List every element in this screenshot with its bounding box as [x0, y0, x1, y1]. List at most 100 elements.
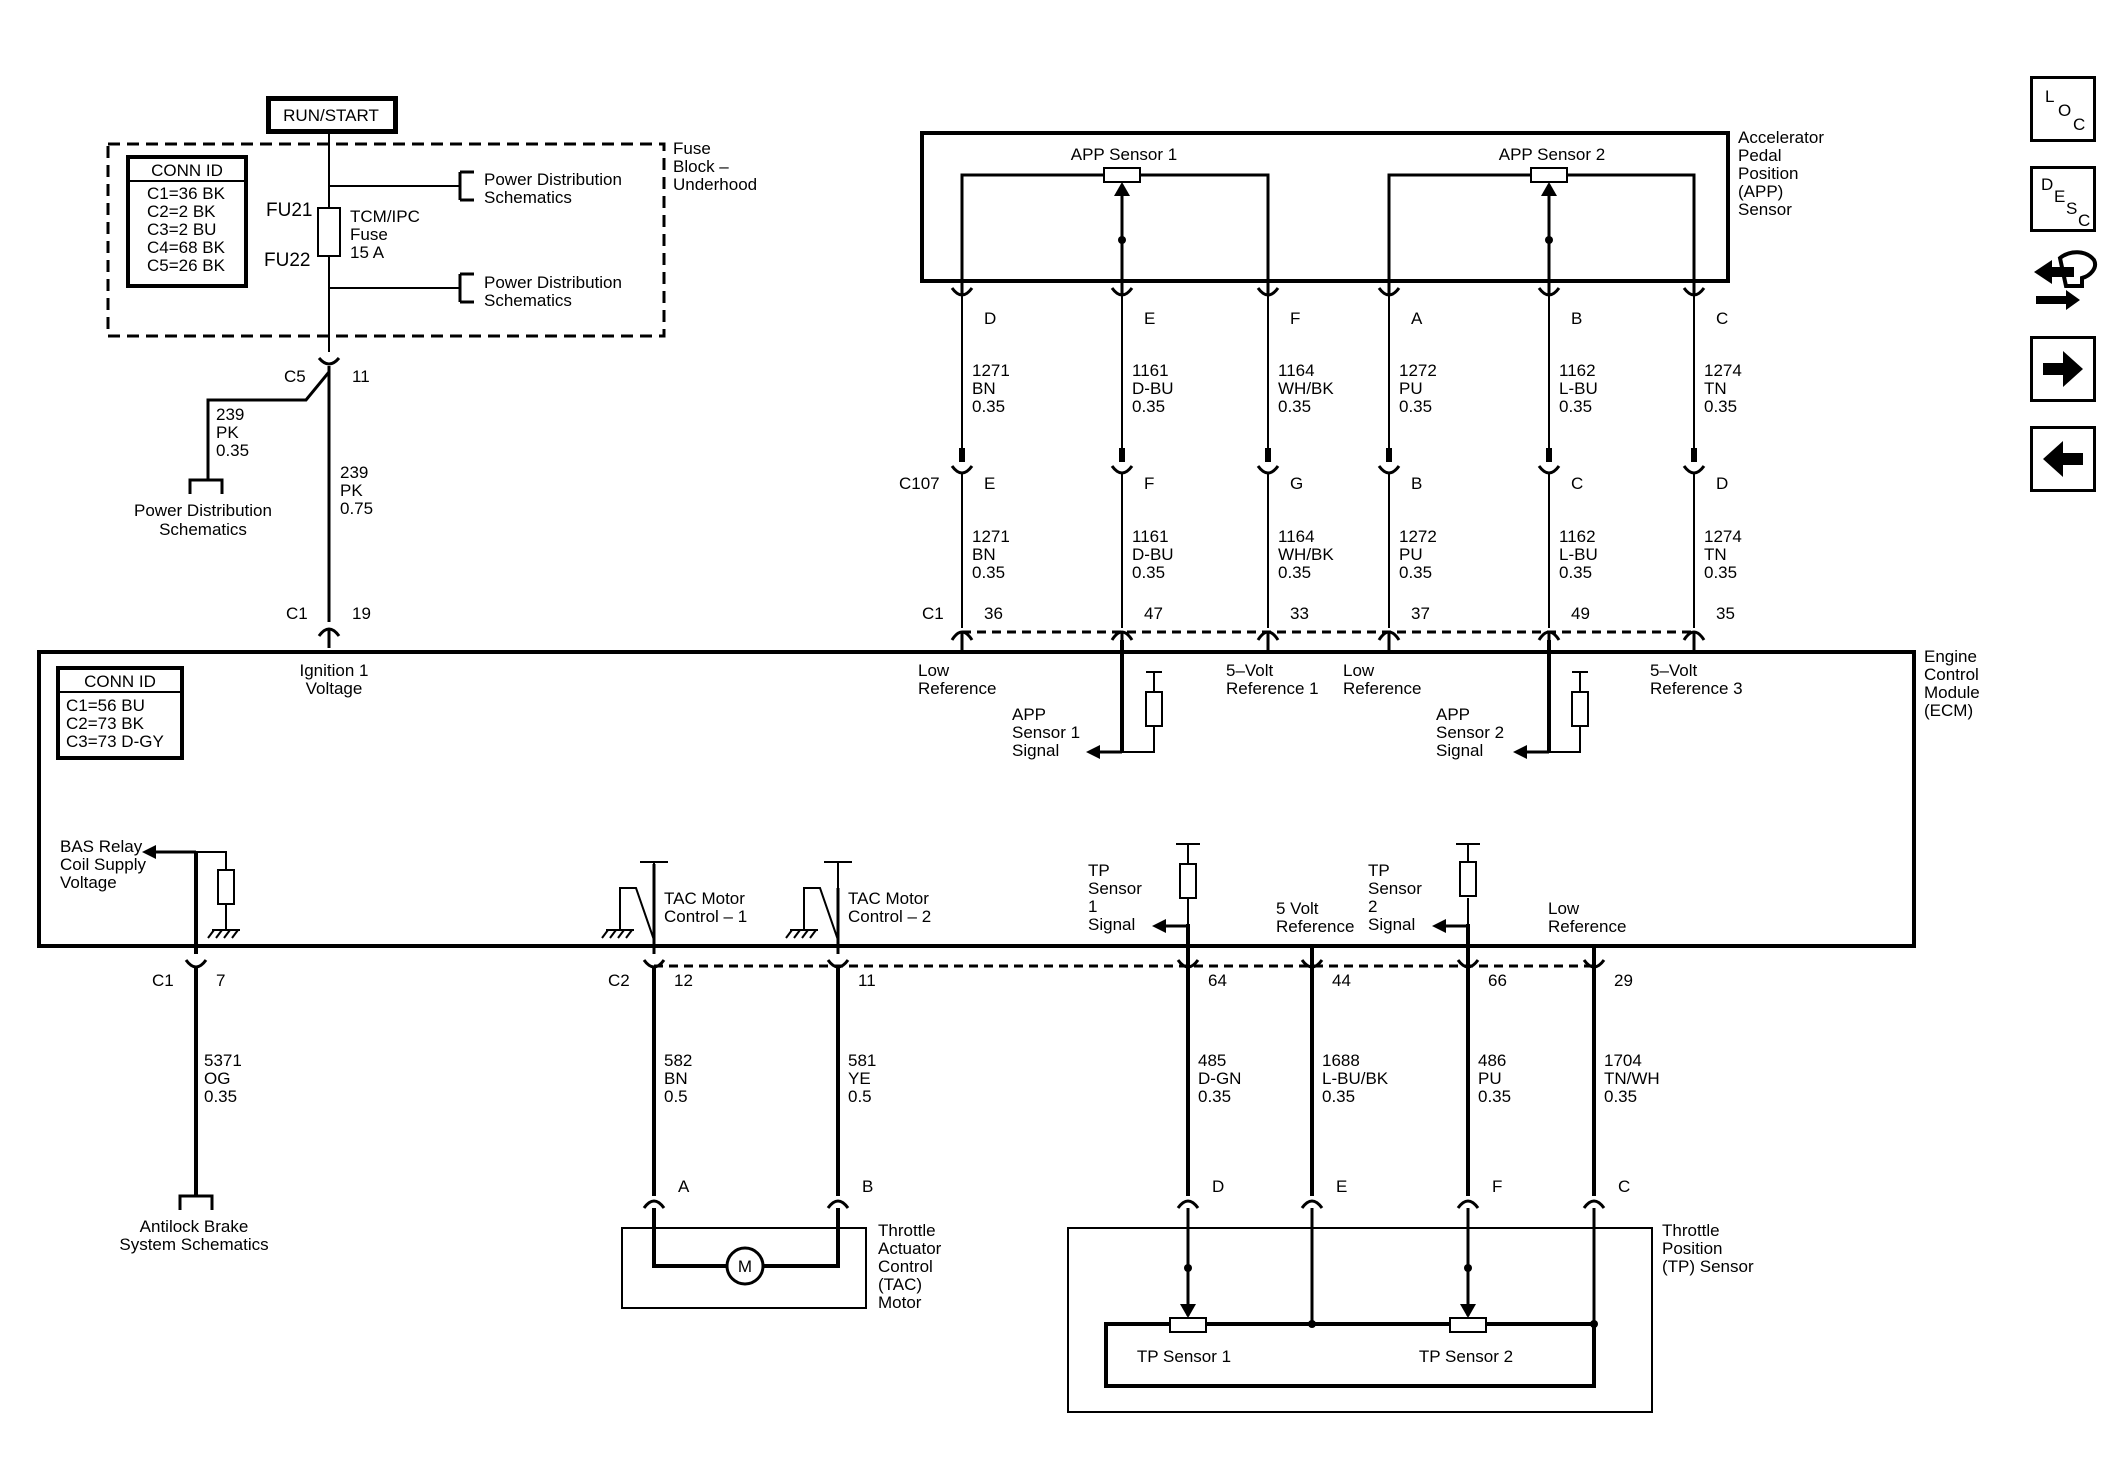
circuit-gauge: 0.35: [1278, 563, 1311, 582]
ecm-conn-id-title: CONN ID: [84, 672, 156, 691]
five-volt-ref-3: Reference 3: [1650, 679, 1743, 698]
fu21-label: FU21: [266, 200, 312, 221]
top-connector: [1256, 287, 1280, 297]
top-connector: [1110, 287, 1134, 297]
circuit-gauge: 0.35: [1559, 397, 1592, 416]
ignition-1-label: Ignition 1: [300, 661, 369, 680]
next-page-button[interactable]: [2030, 336, 2096, 402]
pds-a-line2: Schematics: [484, 188, 572, 207]
ecm-conn-line: C1=56 BU: [66, 696, 145, 715]
pin-terminal: [1546, 448, 1552, 462]
c107-connector: [1377, 465, 1401, 475]
ecm-section: Engine Control Module (ECM) CONN ID C1=5…: [37, 640, 1980, 954]
location-button[interactable]: L O C: [2030, 76, 2096, 142]
ecm-name-1: Engine: [1924, 647, 1977, 666]
tac-name: (TAC): [878, 1275, 922, 1294]
fuse-block-label-3: Underhood: [673, 175, 757, 194]
circuit-color: PU: [1399, 379, 1423, 398]
circuit-color: WH/BK: [1278, 545, 1334, 564]
app-name-5: Sensor: [1738, 200, 1792, 219]
top-pin-letter: C: [1716, 309, 1728, 328]
fuse-block-outline: [106, 142, 666, 338]
circuit-number: 1164: [1278, 361, 1315, 380]
circuit-number: 1272: [1399, 361, 1437, 380]
circuit-gauge: 0.35: [1278, 397, 1311, 416]
c107-connector: [1682, 465, 1706, 475]
description-button[interactable]: D E S C: [2030, 166, 2096, 232]
five-volt-ref-1: 5–Volt: [1226, 661, 1274, 680]
abs-label: System Schematics: [119, 1235, 268, 1254]
circuit-gauge: 0.35: [1604, 1087, 1637, 1106]
low-ref-3: Reference: [1548, 917, 1626, 936]
top-pin-letter: F: [1290, 309, 1300, 328]
tp2-signal: 2: [1368, 897, 1377, 916]
circuit-color: L-BU: [1559, 379, 1598, 398]
tac-control-2-label: TAC Motor: [848, 889, 929, 908]
five-volt-ref-1: Reference 1: [1226, 679, 1319, 698]
c107-connector: [1256, 465, 1280, 475]
tp1-signal: Sensor: [1088, 879, 1142, 898]
conn-id-line: C4=68 BK: [147, 238, 226, 257]
pds-b-line2: Schematics: [484, 291, 572, 310]
ecm-conn-line: C3=73 D-GY: [66, 732, 164, 751]
previous-page-button[interactable]: [2030, 426, 2096, 492]
app-sensor-1-label: APP Sensor 1: [1071, 145, 1177, 164]
circuit-color: D-GN: [1198, 1069, 1241, 1088]
low-ref-2: Reference: [1343, 679, 1421, 698]
conn-id-line: C2=2 BK: [147, 202, 216, 221]
wire-239-pk-a: 239: [216, 405, 244, 424]
pin-terminal: [1386, 448, 1392, 462]
top-connector: [1377, 287, 1401, 297]
ecm-conn-line: C2=73 BK: [66, 714, 145, 733]
circuit-number: 1704: [1604, 1051, 1642, 1070]
circuit-gauge: 0.35: [1704, 397, 1737, 416]
conn-id-line: C1=36 BK: [147, 184, 226, 203]
app2-signal: Sensor 2: [1436, 723, 1504, 742]
circuit-gauge: 0.35: [972, 397, 1005, 416]
desc-letter: S: [2066, 199, 2078, 218]
app-name-4: (APP): [1738, 182, 1783, 201]
tp1-signal: TP: [1088, 861, 1110, 880]
circuit-gauge: 0.5: [664, 1087, 688, 1106]
app-sensor-box: [920, 131, 1730, 283]
c1-pin-number: 37: [1411, 604, 1430, 623]
five-volt-ref: 5 Volt: [1276, 899, 1319, 918]
circuit-color: D-BU: [1132, 545, 1174, 564]
circuit-gauge: 0.35: [1704, 563, 1737, 582]
c1-pin-number: 49: [1571, 604, 1590, 623]
components-hand-icon[interactable]: [2030, 246, 2100, 316]
tac-control-1-label: TAC Motor: [664, 889, 745, 908]
circuit-color: PU: [1478, 1069, 1502, 1088]
pin-terminal: [1691, 448, 1697, 462]
circuit-color: TN: [1704, 379, 1727, 398]
loc-letter: C: [2073, 115, 2086, 134]
tp2-signal: Signal: [1368, 915, 1415, 934]
low-ref-1: Reference: [918, 679, 996, 698]
terminal-letter: D: [1212, 1177, 1224, 1196]
fuse-name-3: 15 A: [350, 243, 385, 262]
terminal-letter: B: [862, 1177, 873, 1196]
app-sensor-section: Accelerator Pedal Position (APP) Sensor …: [899, 128, 1824, 652]
circuit-gauge: 0.35: [1132, 397, 1165, 416]
abs-label: Antilock Brake: [140, 1217, 249, 1236]
conn-id-line: C5=26 BK: [147, 256, 226, 275]
loc-letter: O: [2058, 101, 2072, 120]
component-connector: [1582, 1199, 1606, 1209]
c1-pin-number: 33: [1290, 604, 1309, 623]
low-ref-2: Low: [1343, 661, 1375, 680]
conn-id-line: C3=2 BU: [147, 220, 216, 239]
ignition-1-label: Voltage: [306, 679, 363, 698]
tp-sensor-box: [1067, 1227, 1653, 1413]
tac-control-1-label: Control – 1: [664, 907, 747, 926]
ecm-pin-number: 64: [1208, 971, 1227, 990]
tac-name: Actuator: [878, 1239, 942, 1258]
ecm-pin-number: 12: [674, 971, 693, 990]
ecm-connector: [826, 959, 850, 969]
circuit-number: 581: [848, 1051, 876, 1070]
circuit-color: L-BU: [1559, 545, 1598, 564]
terminal-letter: A: [678, 1177, 690, 1196]
circuit-gauge: 0.35: [1399, 397, 1432, 416]
c2-label: C2: [608, 971, 630, 990]
low-ref-3: Low: [1548, 899, 1580, 918]
